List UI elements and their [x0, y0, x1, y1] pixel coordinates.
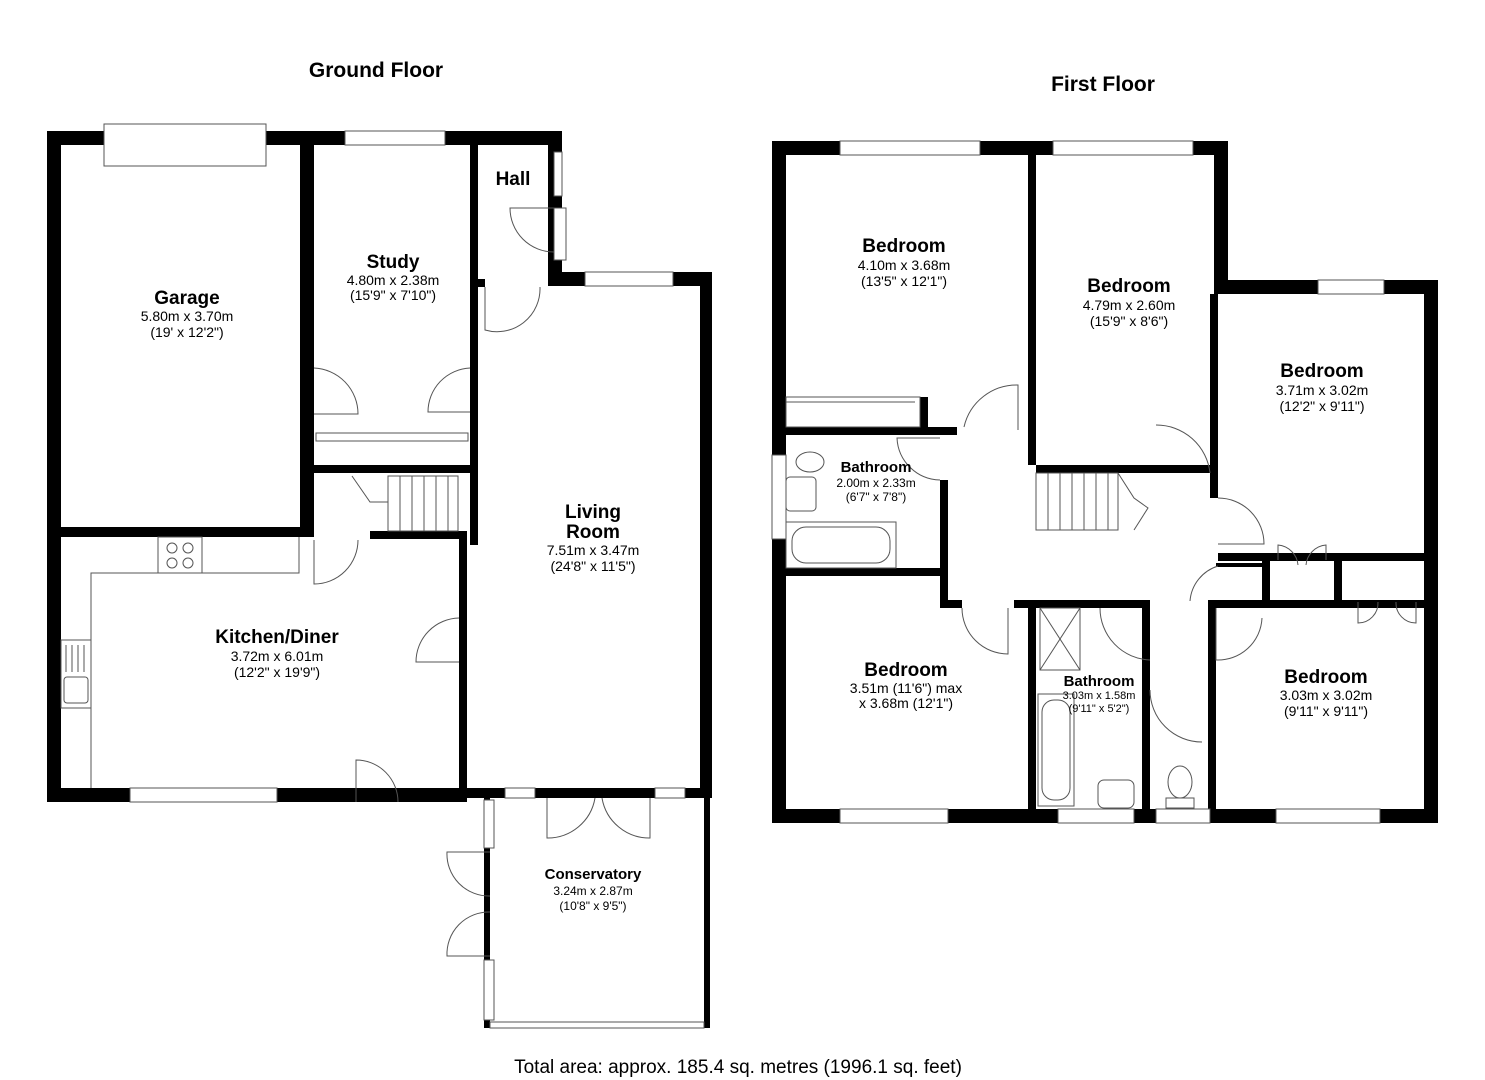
living-room-dim-imperial: (24'8" x 11'5") — [550, 558, 635, 574]
garage-door — [103, 123, 267, 167]
garage-dim-imperial: (19' x 12'2") — [150, 324, 223, 340]
bathroom-1-dim-imperial: (6'7" x 7'8") — [846, 490, 906, 504]
study-wardrobe — [315, 432, 469, 442]
hall-label: Hall — [496, 169, 531, 190]
bath-icon-2 — [1037, 693, 1075, 807]
bedroom-2-label: Bedroom — [1087, 276, 1170, 297]
living-room-label-2: Room — [566, 522, 620, 543]
basin-icon — [785, 476, 817, 512]
bedroom-4-dim-line2: x 3.68m (12'1") — [859, 695, 953, 711]
kitchen-label: Kitchen/Diner — [215, 627, 339, 648]
ground-floor-labels: Garage 5.80m x 3.70m (19' x 12'2") Study… — [141, 169, 642, 913]
bathroom-1-label: Bathroom — [841, 459, 912, 476]
kitchen-dim-metric: 3.72m x 6.01m — [231, 648, 324, 664]
toilet-icon-2 — [1167, 765, 1193, 799]
staircase-first — [1035, 472, 1119, 531]
bath-icon — [785, 521, 897, 569]
basin-icon-2 — [1097, 779, 1135, 809]
conservatory-dim-imperial: (10'8" x 9'5") — [559, 899, 626, 913]
bathroom-2-dim-metric: 3.03m x 1.58m — [1063, 690, 1136, 702]
ground-floor: Ground Floor — [47, 59, 712, 1029]
first-floor: First Floor — [771, 73, 1438, 824]
bathroom-1-dim-metric: 2.00m x 2.33m — [836, 476, 915, 490]
conservatory-dim-metric: 3.24m x 2.87m — [553, 884, 632, 898]
bedroom-5-dim-metric: 3.03m x 3.02m — [1280, 687, 1373, 703]
ground-floor-doors — [313, 207, 651, 957]
ground-floor-fittings — [60, 432, 469, 788]
hob-icon — [157, 536, 203, 574]
living-room-dim-metric: 7.51m x 3.47m — [547, 542, 640, 558]
first-floor-labels: Bedroom 4.10m x 3.68m (13'5" x 12'1") Be… — [836, 236, 1372, 719]
bedroom-3-dim-metric: 3.71m x 3.02m — [1276, 382, 1369, 398]
first-floor-fittings — [785, 396, 1195, 809]
bedroom-2-dim-metric: 4.79m x 2.60m — [1083, 297, 1176, 313]
bedroom-2-dim-imperial: (15'9" x 8'6") — [1090, 313, 1168, 329]
garage-label: Garage — [154, 288, 219, 309]
ground-floor-windows — [103, 123, 705, 1029]
living-room-label-1: Living — [565, 502, 621, 523]
ground-floor-title: Ground Floor — [309, 59, 443, 82]
bedroom-5-dim-imperial: (9'11" x 9'11") — [1284, 703, 1368, 719]
bedroom-3-dim-imperial: (12'2" x 9'11") — [1279, 398, 1364, 414]
bedroom-4-dim-line1: 3.51m (11'6") max — [850, 680, 962, 696]
bedroom-5-label: Bedroom — [1284, 667, 1367, 688]
study-label: Study — [367, 252, 420, 273]
first-floor-title: First Floor — [1051, 73, 1155, 96]
kitchen-dim-imperial: (12'2" x 19'9") — [234, 664, 320, 680]
conservatory-label: Conservatory — [545, 866, 642, 883]
first-floor-doors — [896, 384, 1417, 743]
study-dim-metric: 4.80m x 2.38m — [347, 272, 440, 288]
bedroom-1-dim-metric: 4.10m x 3.68m — [858, 257, 951, 273]
bathroom-2-dim-imperial: (9'11" x 5'2") — [1069, 703, 1130, 715]
total-area-text: Total area: approx. 185.4 sq. metres (19… — [514, 1057, 962, 1078]
bathroom-2-label: Bathroom — [1064, 673, 1135, 690]
toilet-icon — [795, 451, 825, 473]
bedroom-1-label: Bedroom — [862, 236, 945, 257]
study-dim-imperial: (15'9" x 7'10") — [350, 287, 436, 303]
bedroom-4-label: Bedroom — [864, 660, 947, 681]
garage-dim-metric: 5.80m x 3.70m — [141, 308, 234, 324]
bedroom-1-dim-imperial: (13'5" x 12'1") — [861, 273, 947, 289]
bedroom-3-label: Bedroom — [1280, 361, 1363, 382]
